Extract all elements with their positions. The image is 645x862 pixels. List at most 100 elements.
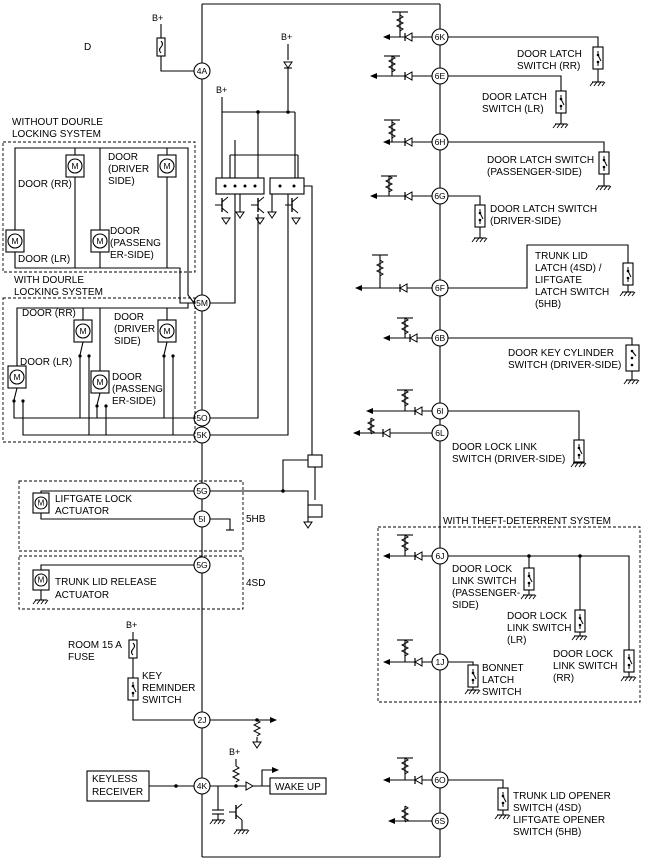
svg-text:RECEIVER: RECEIVER	[92, 787, 143, 798]
svg-text:SIDE): SIDE)	[452, 600, 479, 611]
connector-6I: 6I	[431, 402, 449, 420]
svg-text:LOCKING SYSTEM: LOCKING SYSTEM	[14, 287, 103, 298]
svg-text:LINK SWITCH: LINK SWITCH	[507, 623, 571, 634]
connector-6B: 6B	[431, 329, 449, 347]
svg-text:M: M	[71, 161, 78, 171]
connector-5G-top: 5G	[193, 482, 211, 500]
svg-text:DOOR LOCK: DOOR LOCK	[507, 611, 567, 622]
input-network-6K	[383, 11, 432, 42]
svg-text:SWITCH (4SD): SWITCH (4SD)	[513, 803, 581, 814]
input-network-6S	[388, 805, 432, 824]
svg-text:M: M	[13, 372, 20, 382]
svg-text:DOOR LATCH: DOOR LATCH	[517, 49, 582, 60]
svg-text:LIFTGATE OPENER: LIFTGATE OPENER	[513, 815, 605, 826]
svg-text:LINK SWITCH: LINK SWITCH	[553, 661, 617, 672]
svg-text:ROOM 15 A: ROOM 15 A	[68, 640, 122, 651]
svg-text:6K: 6K	[435, 32, 446, 42]
svg-text:SWITCH: SWITCH	[482, 687, 521, 698]
input-network-1J	[383, 639, 432, 667]
connector-5K: 5K	[193, 426, 211, 444]
svg-text:(RR): (RR)	[553, 673, 574, 684]
svg-text:TRUNK LID OPENER: TRUNK LID OPENER	[513, 791, 611, 802]
svg-text:ER-SIDE): ER-SIDE)	[110, 250, 154, 261]
switch-key-cylinder: DOOR KEY CYLINDER SWITCH (DRIVER-SIDE)	[448, 337, 640, 385]
switch-opener: TRUNK LID OPENER SWITCH (4SD) LIFTGATE O…	[448, 779, 611, 838]
svg-text:M: M	[96, 236, 103, 246]
motor-driver-with: M	[157, 319, 177, 343]
svg-text:SWITCH (DRIVER-SIDE): SWITCH (DRIVER-SIDE)	[452, 454, 565, 465]
keyless-receiver: KEYLESS RECEIVER	[86, 770, 150, 802]
svg-text:5HB: 5HB	[246, 514, 266, 525]
svg-text:(LR): (LR)	[507, 635, 526, 646]
svg-text:LIFTGATE: LIFTGATE	[535, 275, 582, 286]
dl-fuse-label: D	[84, 42, 91, 53]
svg-text:TRUNK LID RELEASE: TRUNK LID RELEASE	[55, 577, 157, 588]
svg-text:(PASSENGER-: (PASSENGER-	[452, 588, 520, 599]
svg-text:4K: 4K	[197, 781, 208, 791]
svg-text:TRUNK LID: TRUNK LID	[535, 251, 588, 262]
svg-text:LIFTGATE LOCK: LIFTGATE LOCK	[55, 494, 132, 505]
svg-text:DOOR LATCH SWITCH: DOOR LATCH SWITCH	[487, 155, 594, 166]
svg-text:DOOR: DOOR	[108, 152, 138, 163]
svg-text:M: M	[79, 326, 86, 336]
svg-text:DOOR (RR): DOOR (RR)	[18, 179, 72, 190]
liftgate-actuator-group: 5HB M LIFTGATE LOCK ACTUATOR	[18, 459, 309, 552]
svg-text:DOOR: DOOR	[114, 312, 144, 323]
svg-text:B+: B+	[229, 747, 240, 757]
input-network-6G	[370, 175, 432, 201]
svg-text:REMINDER: REMINDER	[142, 683, 195, 694]
connector-6S: 6S	[431, 812, 449, 830]
connector-6H: 6H	[431, 133, 449, 151]
svg-text:SWITCH: SWITCH	[142, 695, 181, 706]
switch-lock-link-lr: DOOR LOCK LINK SWITCH (LR)	[507, 556, 588, 646]
input-network-6J	[383, 534, 432, 561]
svg-text:DOOR (LR): DOOR (LR)	[20, 357, 72, 368]
switch-lock-link-passenger: DOOR LOCK LINK SWITCH (PASSENGER- SIDE)	[452, 556, 537, 611]
relay-circuit: B+ B+	[210, 32, 323, 529]
svg-text:M: M	[163, 161, 170, 171]
svg-text:DOOR: DOOR	[110, 226, 140, 237]
svg-text:(DRIVER: (DRIVER	[108, 164, 149, 175]
wake-up-box: WAKE UP	[269, 777, 327, 795]
svg-text:ACTUATOR: ACTUATOR	[55, 590, 109, 601]
connector-5M: 5M	[193, 294, 211, 312]
connector-5O: 5O	[193, 409, 211, 427]
motor-rr-without: M	[65, 154, 85, 178]
svg-text:LATCH: LATCH	[482, 675, 514, 686]
svg-text:B+: B+	[126, 620, 137, 630]
svg-text:DOOR LOCK: DOOR LOCK	[452, 564, 512, 575]
svg-text:WAKE UP: WAKE UP	[275, 782, 321, 793]
switch-latch-driver: DOOR LATCH SWITCH (DRIVER-SIDE)	[448, 195, 597, 243]
input-network-6B	[383, 317, 432, 343]
input-network-6I	[366, 389, 432, 416]
keyless-section: KEYLESS RECEIVER B+ WAKE UP	[86, 747, 327, 835]
trunk-actuator-group: 4SD M TRUNK LID RELEASE ACTUATOR	[18, 555, 265, 610]
connector-5I: 5I	[193, 510, 211, 528]
motor-rr-with: M	[73, 319, 93, 343]
switch-latch-lr: DOOR LATCH SWITCH (LR)	[448, 75, 569, 129]
svg-text:6L: 6L	[435, 428, 445, 438]
svg-text:M: M	[38, 499, 45, 508]
main-unit-body	[201, 3, 441, 858]
svg-text:1J: 1J	[436, 657, 445, 667]
connector-6G: 6G	[431, 187, 449, 205]
svg-text:DOOR LOCK LINK: DOOR LOCK LINK	[452, 442, 537, 453]
svg-text:(PASSENG: (PASSENG	[112, 384, 163, 395]
svg-text:6B: 6B	[435, 333, 446, 343]
dl-fuse: B+ D	[84, 13, 194, 72]
switch-latch-passenger: DOOR LATCH SWITCH (PASSENGER-SIDE)	[448, 141, 612, 191]
svg-text:LINK SWITCH: LINK SWITCH	[452, 576, 516, 587]
svg-text:(5HB): (5HB)	[535, 299, 561, 310]
svg-text:LOCKING SYSTEM: LOCKING SYSTEM	[12, 129, 101, 140]
input-network-6F	[355, 254, 432, 293]
motor-driver-without: M	[157, 154, 177, 178]
svg-text:5G: 5G	[196, 560, 207, 570]
connector-6O: 6O	[431, 771, 449, 789]
svg-text:KEY: KEY	[142, 671, 162, 682]
svg-text:(DRIVER-SIDE): (DRIVER-SIDE)	[490, 216, 561, 227]
switch-latch-rr: DOOR LATCH SWITCH (RR)	[448, 36, 606, 87]
svg-text:LATCH (4SD) /: LATCH (4SD) /	[535, 263, 602, 274]
svg-text:WITHOUT DOURLE: WITHOUT DOURLE	[12, 117, 103, 128]
motor-passenger-with: M	[90, 370, 110, 394]
